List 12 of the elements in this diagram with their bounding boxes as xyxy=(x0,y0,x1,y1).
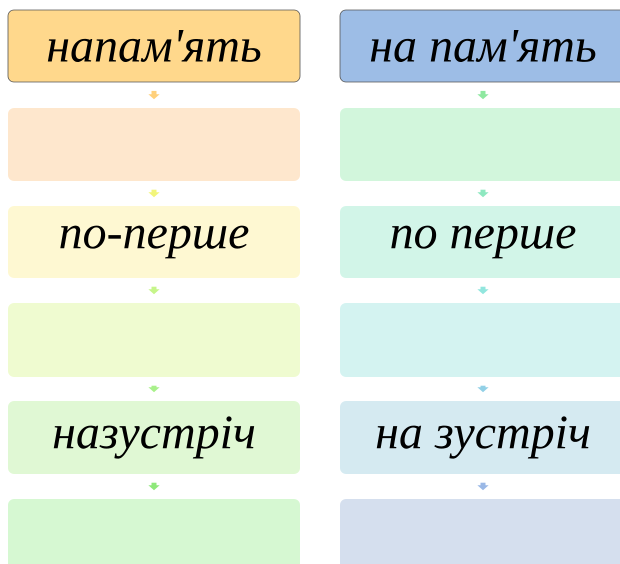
empty-box xyxy=(8,499,300,564)
empty-box xyxy=(8,303,300,377)
heading-box: напам'ять xyxy=(8,10,300,82)
empty-box xyxy=(340,499,620,564)
empty-box xyxy=(340,303,620,377)
word-box: по перше xyxy=(340,206,620,278)
word-box: по-перше xyxy=(8,206,300,278)
empty-box xyxy=(8,108,300,181)
heading-box: на пам'ять xyxy=(340,10,620,82)
word-box: на зустріч xyxy=(340,401,620,474)
word-box: назустріч xyxy=(8,401,300,474)
empty-box xyxy=(340,108,620,181)
